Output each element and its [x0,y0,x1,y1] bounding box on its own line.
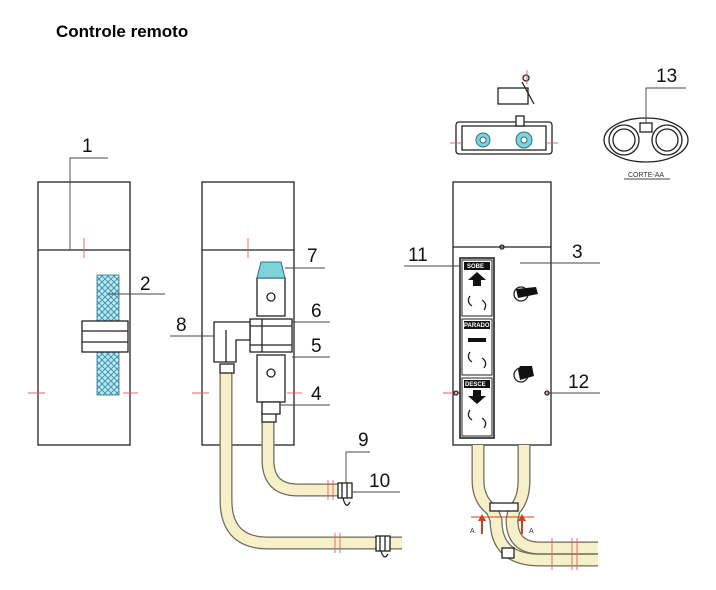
knob-upper-lever [516,287,538,298]
arrow-up-icon [468,272,486,286]
view-internal-valves [170,181,402,558]
top-cap [497,87,529,105]
valve-body-top [256,277,286,317]
section-marker-right: A [529,528,534,535]
valve-center-block [249,318,293,353]
leader-1 [69,157,108,250]
knob-lower-lever [518,366,534,380]
callout-12: 12 [568,372,589,393]
strap-bracket [81,320,129,353]
callout-11: 11 [408,245,428,266]
callout-9: 9 [358,430,369,451]
hose-tie [489,502,519,512]
callout-13: 13 [656,66,677,87]
leader-9 [345,451,370,483]
callout-1: 1 [82,136,93,157]
view-front-cover [28,157,165,446]
leader-13 [645,87,686,123]
elbow-fitting [213,321,251,363]
label-stop: PARADO [464,323,490,329]
view-front-panel: CORTE-AA SOBE PARADO DESCE [404,70,689,570]
callout-4: 4 [311,384,322,405]
label-down: DESCE [465,382,486,388]
muffler-filter [256,261,286,279]
stop-bar-icon [468,338,486,342]
callout-7: 7 [307,246,318,267]
arrow-down-icon [468,390,486,404]
elbow-clamp [219,363,235,374]
section-caption: CORTE-AA [628,172,664,179]
hose-clamp-lower [375,535,391,552]
callout-6: 6 [311,301,322,322]
section-marker-left: A [470,528,475,535]
hose-clamp [337,482,353,499]
callout-8: 8 [176,315,187,336]
callout-10: 10 [369,471,390,492]
callout-5: 5 [311,336,322,357]
plan-body [455,121,553,155]
callout-3: 3 [572,242,583,263]
callout-2: 2 [140,274,151,295]
label-up: SOBE [467,264,484,270]
valve-outlet [261,401,281,415]
page-title: Controle remoto [56,22,189,41]
valve-body-bottom [256,354,286,403]
